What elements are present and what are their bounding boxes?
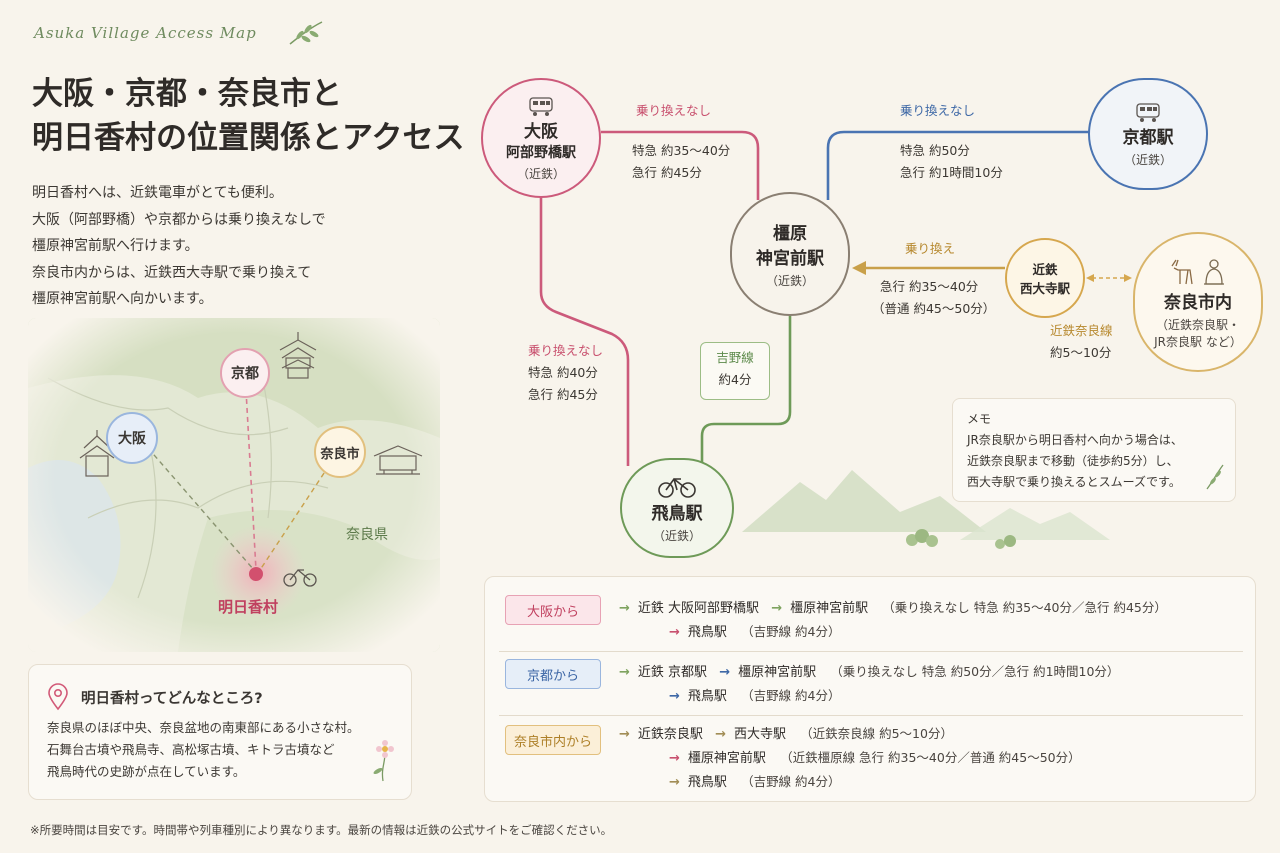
intro-text: 明日香村へは、近鉄電車がとても便利。 大阪（阿部野橋）や京都からは乗り換えなしで… <box>32 185 326 307</box>
bicycle-icon <box>283 569 317 587</box>
page-title: 大阪・京都・奈良市と 明日香村の位置関係とアクセス <box>32 76 465 156</box>
route-osaka-line1: →近鉄 大阪阿部野橋駅 →橿原神宮前駅 （乗り換えなし 特急 約35〜40分／急… <box>619 600 1167 616</box>
station-kashiharajingumae[interactable]: 橿原 神宮前駅 （近鉄） <box>730 192 850 316</box>
segment-osaka-asuka-rapid: 急行 約45分 <box>528 387 598 402</box>
segment-osaka-kashihara-express: 特急 約35〜40分 <box>632 143 731 158</box>
map-marker-osaka: 大阪 <box>106 412 158 464</box>
segment-kyoto-kashihara-express: 特急 約50分 <box>900 143 970 158</box>
temple-icon <box>373 445 423 475</box>
mountain-illustration <box>742 470 1110 549</box>
map-marker-kyoto: 京都 <box>220 348 270 398</box>
map-pin-icon <box>48 683 68 711</box>
segment-osaka-asuka-express: 特急 約40分 <box>528 365 598 380</box>
route-summary: 大阪から →近鉄 大阪阿部野橋駅 →橿原神宮前駅 （乗り換えなし 特急 約35〜… <box>484 576 1256 802</box>
station-saidaiji[interactable]: 近鉄 西大寺駅 <box>1005 238 1085 318</box>
info-card-body: 奈良県のほぼ中央、奈良盆地の南東部にある小さな村。 石舞台古墳や飛鳥寺、高松塚古… <box>47 720 360 779</box>
flower-icon <box>373 740 394 782</box>
route-osaka-line2: →飛鳥駅 （吉野線 約4分） <box>669 624 841 640</box>
route-kyoto-line2: →飛鳥駅 （吉野線 約4分） <box>669 688 841 704</box>
info-card: 明日香村ってどんなところ? 奈良県のほぼ中央、奈良盆地の南東部にある小さな村。 … <box>28 664 412 800</box>
leaf-icon <box>289 21 323 45</box>
map-marker-nara-city: 奈良市 <box>314 426 366 478</box>
station-asuka[interactable]: 飛鳥駅 （近鉄） <box>620 458 734 558</box>
footnote: ※所要時間は目安です。時間帯や列車種別により異なります。最新の情報は近鉄の公式サ… <box>30 823 613 837</box>
segment-saidaiji-kashihara-local: （普通 約45〜50分） <box>872 301 996 316</box>
segment-saidaiji-kashihara-express: 急行 約35〜40分 <box>880 279 979 294</box>
segment-nara-saidaiji-label: 近鉄奈良線 <box>1050 323 1113 338</box>
train-icon <box>529 96 553 116</box>
station-osaka-abenobashi[interactable]: 大阪 阿部野橋駅 （近鉄） <box>481 78 601 198</box>
leaf-icon <box>1206 464 1224 490</box>
bicycle-icon <box>658 477 696 498</box>
segment-osaka-kashihara-label: 乗り換えなし <box>636 103 712 118</box>
route-tag-osaka[interactable]: 大阪から <box>505 595 601 625</box>
route-osaka: 大阪から →近鉄 大阪阿部野橋駅 →橿原神宮前駅 （乗り換えなし 特急 約35〜… <box>499 591 1243 651</box>
route-kyoto-line1: →近鉄 京都駅 →橿原神宮前駅 （乗り換えなし 特急 約50分／急行 約1時間1… <box>619 664 1120 680</box>
map-subtitle: Asuka Village Access Map <box>34 24 257 42</box>
info-card-heading: 明日香村ってどんなところ? <box>81 691 263 707</box>
train-icon <box>1136 102 1160 122</box>
route-tag-kyoto[interactable]: 京都から <box>505 659 601 689</box>
segment-saidaiji-kashihara-label: 乗り換え <box>905 241 956 256</box>
route-kyoto: 京都から →近鉄 京都駅 →橿原神宮前駅 （乗り換えなし 特急 約50分／急行 … <box>499 655 1243 715</box>
map-label-nara-pref: 奈良県 <box>346 527 388 543</box>
pagoda-icon <box>279 332 317 379</box>
rail-network-lines <box>539 130 1132 549</box>
route-nara: 奈良市内から →近鉄奈良駅 →西大寺駅 （近鉄奈良線 約5〜10分） →橿原神宮… <box>499 719 1243 799</box>
route-nara-line3: →飛鳥駅 （吉野線 約4分） <box>669 774 841 790</box>
yoshino-line-box: 吉野線 約4分 <box>700 342 770 400</box>
segment-kyoto-kashihara-label: 乗り換えなし <box>900 103 976 118</box>
route-nara-line2: →橿原神宮前駅 （近鉄橿原線 急行 約35〜40分／普通 約45〜50分） <box>669 750 1081 766</box>
segment-nara-saidaiji-time: 約5〜10分 <box>1050 345 1112 360</box>
route-nara-line1: →近鉄奈良駅 →西大寺駅 （近鉄奈良線 約5〜10分） <box>619 726 953 742</box>
station-kyoto[interactable]: 京都駅 （近鉄） <box>1088 78 1208 190</box>
castle-icon <box>79 430 115 477</box>
regional-map: 京都 大阪 奈良市 奈良県 明日香村 <box>28 318 440 652</box>
segment-kyoto-kashihara-rapid: 急行 約1時間10分 <box>900 165 1003 180</box>
map-label-asuka: 明日香村 <box>218 598 279 616</box>
route-tag-nara[interactable]: 奈良市内から <box>505 725 601 755</box>
station-nara-city[interactable]: 奈良市内 （近鉄奈良駅・ JR奈良駅 など） <box>1133 232 1263 372</box>
segment-osaka-asuka-label: 乗り換えなし <box>528 343 604 358</box>
deer-buddha-icon <box>1171 259 1224 285</box>
memo-card: メモ JR奈良駅から明日香村へ向かう場合は、 近鉄奈良駅まで移動（徒歩約5分）し… <box>952 398 1236 502</box>
segment-osaka-kashihara-rapid: 急行 約45分 <box>632 165 702 180</box>
